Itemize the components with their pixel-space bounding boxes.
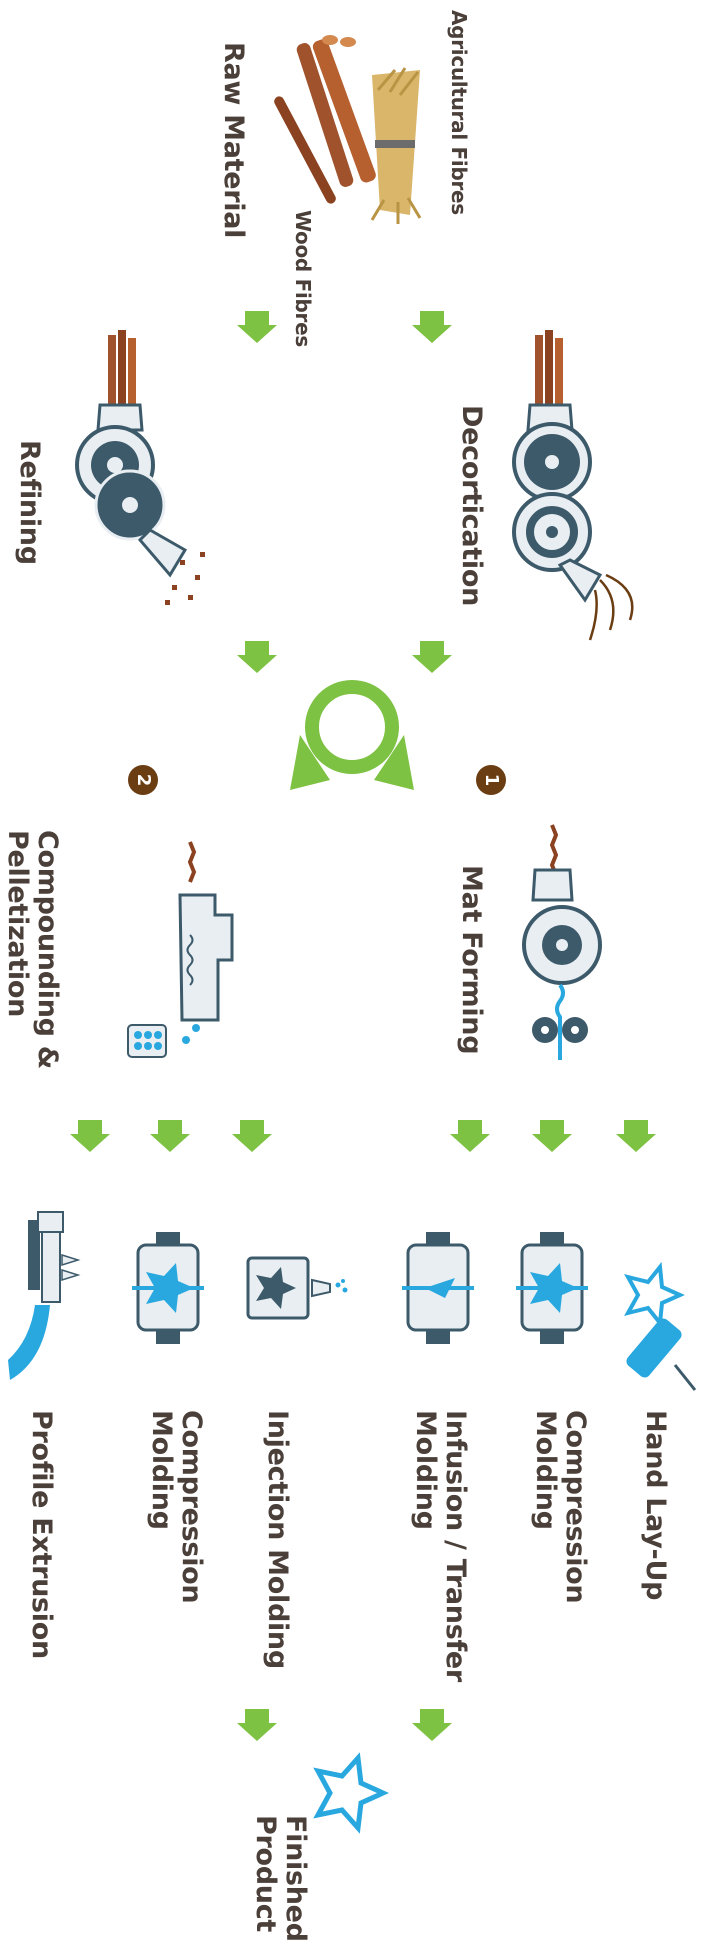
arrow-to-finished-a-icon [412,1709,452,1741]
arrow-agri-to-decortication-icon [412,311,452,343]
profile-extruder-icon [8,1211,81,1380]
decortication-machine-icon [512,330,634,641]
straw-bundle-icon [370,67,422,224]
decortication-label: Decortication [456,405,487,607]
wood-fibres-label: Wood Fibres [291,210,315,347]
compounding-pelletization-label: Compounding & Pelletization [2,830,63,1069]
compression-a-line-1: Compression [560,1410,591,1604]
compounding-machine-icon [127,841,234,1058]
arrow-to-infusion-icon [450,1120,490,1152]
refining-label: Refining [14,440,45,565]
finished-product-star-icon [313,1752,390,1834]
hand-layup-label: Hand Lay-Up [640,1410,671,1601]
arrow-to-finished-b-icon [237,1709,277,1741]
step-1-badge: 1 [476,765,506,795]
wood-logs-icon [274,35,376,204]
step-2-badge: 2 [128,765,158,795]
finished-line-2: Product [250,1815,281,1933]
arrow-to-extrusion-icon [70,1120,110,1152]
cycle-ring-icon [290,680,414,790]
compression-a-line-2: Molding [530,1410,561,1530]
arrow-to-hand-layup-icon [616,1120,656,1152]
infusion-transfer-mold-icon [402,1232,474,1344]
compression-molding-press-icon-b [132,1232,204,1344]
profile-extrusion-label: Profile Extrusion [26,1410,57,1659]
infusion-line-1: Infusion / Transfer [440,1410,471,1682]
raw-material-label: Raw Material [218,42,249,239]
infusion-line-2: Molding [410,1410,441,1530]
compounding-line-2: Pelletization [2,830,33,1018]
arrow-to-injection-icon [232,1120,272,1152]
compounding-line-1: Compounding & [32,830,63,1069]
finished-product-label: Finished Product [250,1815,311,1942]
arrow-decortication-to-cycle-icon [412,641,452,673]
arrow-wood-to-refining-icon [237,311,277,343]
mat-forming-label: Mat Forming [456,865,487,1055]
hand-layup-icon [624,1261,697,1391]
finished-line-1: Finished [280,1815,311,1942]
arrow-to-compression-b-icon [150,1120,190,1152]
compression-b-line-1: Compression [176,1410,207,1604]
arrow-to-compression-a-icon [532,1120,572,1152]
compression-molding-press-icon [516,1232,588,1344]
infusion-transfer-molding-label: Infusion / Transfer Molding [410,1410,471,1682]
injection-mold-icon [246,1256,348,1320]
refining-machine-icon [75,330,205,605]
compression-molding-b-label: Compression Molding [146,1410,207,1604]
arrow-refining-to-cycle-icon [237,641,277,673]
mat-forming-machine-icon [522,824,602,1060]
injection-molding-label: Injection Molding [262,1410,293,1669]
compression-b-line-2: Molding [146,1410,177,1530]
agricultural-fibres-label: Agricultural Fibres [447,10,471,215]
compression-molding-a-label: Compression Molding [530,1410,591,1604]
